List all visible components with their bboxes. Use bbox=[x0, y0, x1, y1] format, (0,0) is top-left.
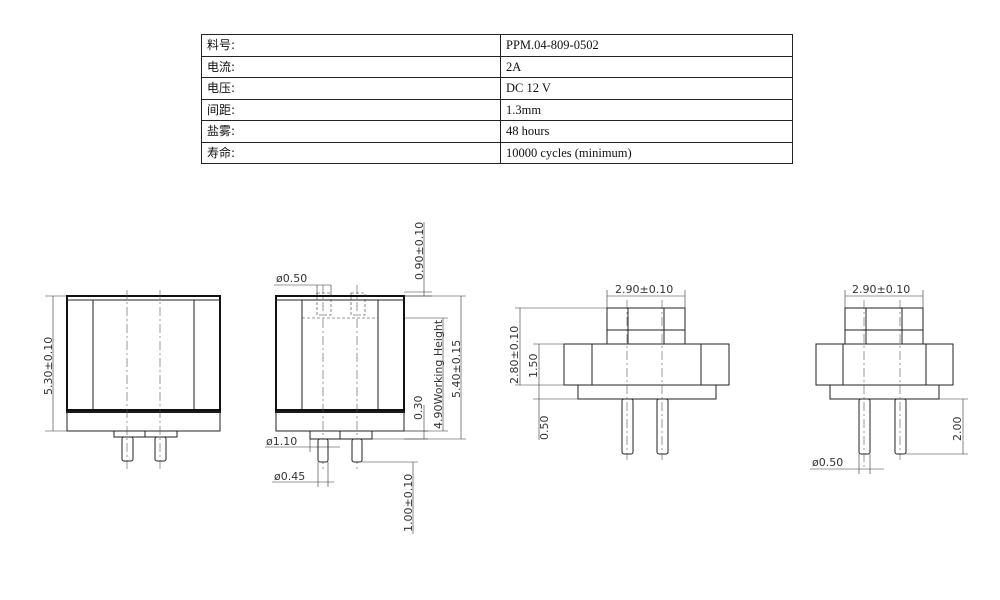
side-view: ø0.50 0.90±0.10 4.90Working Height 5.40±… bbox=[265, 222, 466, 534]
front-view: 5.30±0.10 bbox=[42, 290, 221, 470]
spec-row-voltage: 电压: DC 12 V bbox=[201, 77, 793, 100]
front-pin-left bbox=[121, 436, 134, 462]
spec-label: 寿命: bbox=[201, 141, 501, 164]
pin-a-left bbox=[621, 398, 634, 455]
front-pin-right bbox=[154, 436, 167, 462]
spec-value: DC 12 V bbox=[500, 77, 793, 100]
dim-working-height: 4.90Working Height bbox=[432, 319, 445, 429]
side-pin-right bbox=[351, 438, 363, 463]
side-body-outline bbox=[275, 295, 405, 413]
dim-base-step: 0.50 bbox=[538, 416, 551, 441]
dim-step-030: 0.30 bbox=[412, 396, 425, 421]
spec-label: 电流: bbox=[201, 55, 501, 78]
dim-tail-dia: ø0.50 bbox=[812, 456, 843, 469]
dim-body-height: 2.80±0.10 bbox=[508, 326, 521, 384]
flange-base-b bbox=[829, 384, 940, 400]
dim-top-width-a: 2.90±0.10 bbox=[615, 283, 673, 296]
flange-b bbox=[815, 343, 954, 386]
dim-pin-dia-top: ø0.50 bbox=[276, 272, 307, 285]
flange-view-b: 2.90±0.10 2.00 ø0.50 bbox=[810, 283, 968, 474]
flange-view-a: 2.90±0.10 2.80±0.10 1.50 0.50 bbox=[508, 283, 730, 460]
dim-tail-length: 2.00 bbox=[951, 417, 964, 442]
flange-a bbox=[563, 343, 730, 386]
spec-row-pitch: 间距: 1.3mm bbox=[201, 98, 793, 121]
spec-row-lifetime: 寿命: 10000 cycles (minimum) bbox=[201, 141, 793, 164]
dim-pin-length: 1.00±0.10 bbox=[402, 474, 415, 532]
dim-plunger-travel: 0.90±0.10 bbox=[413, 222, 426, 280]
dim-top-width-b: 2.90±0.10 bbox=[852, 283, 910, 296]
top-cap-b bbox=[844, 307, 924, 345]
spec-value: 10000 cycles (minimum) bbox=[500, 141, 793, 164]
spec-row-salt-spray: 盐雾: 48 hours bbox=[201, 120, 793, 143]
pin-b-left bbox=[858, 398, 871, 455]
pin-b-right bbox=[894, 398, 907, 455]
spec-label: 间距: bbox=[201, 98, 501, 121]
front-body-outline bbox=[66, 295, 221, 413]
dim-front-height: 5.30±0.10 bbox=[42, 337, 55, 395]
dim-side-height: 5.40±0.15 bbox=[450, 340, 463, 398]
side-pin-collar bbox=[309, 430, 373, 440]
spec-value: 1.3mm bbox=[500, 98, 793, 121]
front-base bbox=[66, 411, 221, 432]
top-cap-a bbox=[606, 307, 686, 345]
dim-flange-height: 1.50 bbox=[527, 354, 540, 379]
dim-base-dia: ø1.10 bbox=[266, 435, 297, 448]
flange-base-a bbox=[577, 384, 717, 400]
pin-a-right bbox=[656, 398, 669, 455]
spec-label: 电压: bbox=[201, 77, 501, 100]
side-pin-left bbox=[317, 438, 329, 463]
dim-tip-dia: ø0.45 bbox=[274, 470, 305, 483]
spec-table: 料号: PPM.04-809-0502 电流: 2A 电压: DC 12 V 间… bbox=[201, 34, 793, 164]
spec-row-current: 电流: 2A bbox=[201, 55, 793, 78]
spec-value: 2A bbox=[500, 55, 793, 78]
